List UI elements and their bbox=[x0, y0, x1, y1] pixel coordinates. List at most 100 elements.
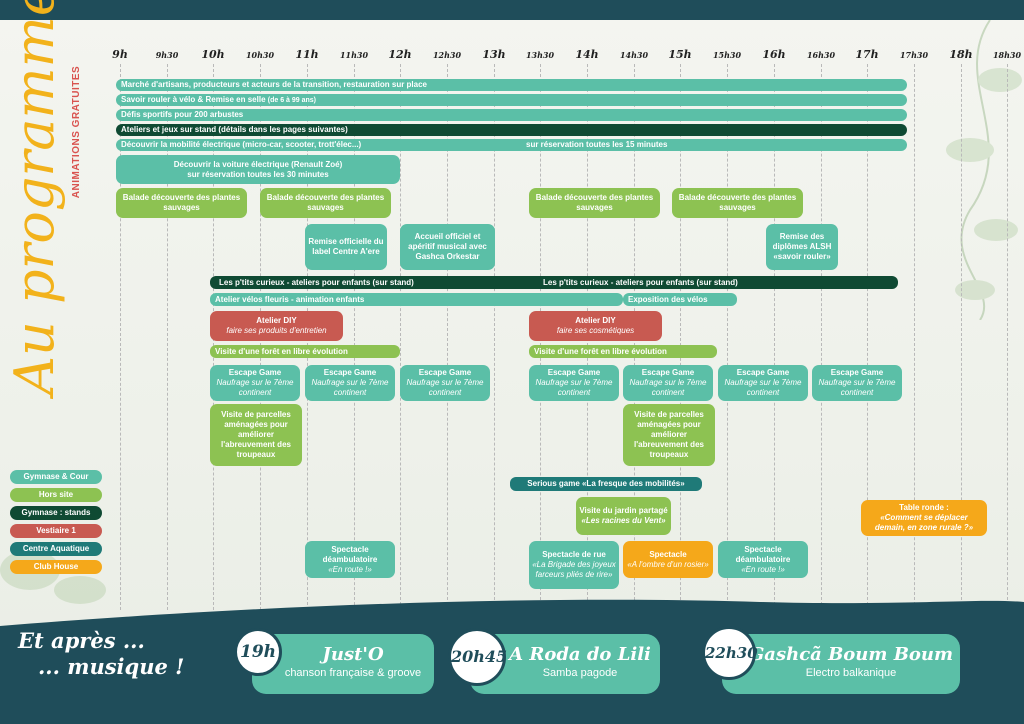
voiture-subtitle: sur réservation toutes les 30 minutes bbox=[187, 169, 329, 179]
remise-label-text: Remise officielle du label Centre A'ere bbox=[308, 237, 384, 256]
escape-subtitle: Naufrage sur le 7ème continent bbox=[311, 378, 389, 397]
time-gridline bbox=[1007, 64, 1008, 610]
box-balade-1: Balade découverte des plantes sauvages bbox=[116, 188, 247, 218]
accueil-text: Accueil officiel et apéritif musical ave… bbox=[408, 232, 487, 261]
escape-title: Escape Game bbox=[418, 368, 472, 377]
spectacle-subtitle: «La Brigade des joyeux farceurs pliés de… bbox=[532, 560, 616, 579]
escape-subtitle: Naufrage sur le 7ème continent bbox=[216, 378, 294, 397]
bar-foret-1: Visite d'une forêt en libre évolution bbox=[210, 345, 400, 358]
escape-subtitle: Naufrage sur le 7ème continent bbox=[724, 378, 802, 397]
legend-item-gymnase-cour: Gymnase & Cour bbox=[10, 470, 102, 484]
concert-name: Gashcã Boum Boum bbox=[748, 644, 954, 665]
box-balade-2: Balade découverte des plantes sauvages bbox=[260, 188, 391, 218]
time-label: 11h30 bbox=[339, 50, 369, 60]
time-gridline bbox=[680, 64, 681, 610]
concert-time-badge-2: 20h45 bbox=[448, 628, 507, 686]
diy-subtitle: faire ses cosmétiques bbox=[556, 326, 635, 335]
spectacle-title: Spectacle déambulatoire bbox=[735, 544, 791, 564]
legend-item-centre-aquatique: Centre Aquatique bbox=[10, 542, 102, 556]
balade-label: Balade découverte des plantes sauvages bbox=[122, 193, 241, 212]
concert-genre: chanson française & groove bbox=[284, 667, 422, 679]
box-spectacle-deamb-2: Spectacle déambulatoire «En route !» bbox=[718, 541, 808, 578]
legend-item-hors-site: Hors site bbox=[10, 488, 102, 502]
bar-expo-velos: Exposition des vélos bbox=[623, 293, 737, 306]
bar-savoir-rouler: Savoir rouler à vélo & Remise en selle (… bbox=[116, 94, 907, 106]
time-label: 18h bbox=[949, 48, 973, 61]
jardin-title: Visite du jardin partagé bbox=[579, 506, 668, 515]
escape-title: Escape Game bbox=[736, 368, 790, 377]
time-gridline bbox=[354, 64, 355, 610]
box-balade-3: Balade découverte des plantes sauvages bbox=[529, 188, 660, 218]
leaf-decoration-icon bbox=[946, 20, 1022, 320]
bar-serious-game: Serious game «La fresque des mobilités» bbox=[510, 477, 702, 491]
concert-name: A Roda do Lili bbox=[509, 644, 651, 665]
box-table-ronde: Table ronde : «Comment se déplacer demai… bbox=[861, 500, 987, 536]
time-label: 14h30 bbox=[619, 50, 649, 60]
box-jardin-partage: Visite du jardin partagé «Les racines du… bbox=[576, 497, 671, 535]
escape-title: Escape Game bbox=[641, 368, 695, 377]
top-band bbox=[0, 0, 1024, 20]
legend-item-gymnase-stands: Gymnase : stands bbox=[10, 506, 102, 520]
time-label: 17h30 bbox=[899, 50, 929, 60]
diy-title: Atelier DIY bbox=[575, 316, 616, 325]
box-parcelles-1: Visite de parcelles aménagées pour améli… bbox=[210, 404, 302, 466]
serious-game-label: Serious game «La fresque des mobilités» bbox=[527, 479, 685, 488]
time-label: 9h bbox=[112, 48, 128, 61]
balade-label: Balade découverte des plantes sauvages bbox=[266, 193, 385, 212]
concert-genre: Electro balkanique bbox=[805, 667, 897, 679]
escape-title: Escape Game bbox=[830, 368, 884, 377]
escape-title: Escape Game bbox=[228, 368, 282, 377]
time-gridline bbox=[167, 64, 168, 610]
voiture-title: Découvrir la voiture électrique (Renault… bbox=[173, 159, 343, 169]
time-label: 17h bbox=[855, 48, 879, 61]
time-gridline bbox=[494, 64, 495, 610]
spectacle-subtitle: «En route !» bbox=[741, 564, 785, 574]
time-gridline bbox=[120, 64, 121, 610]
parcelles-text: Visite de parcelles aménagées pour améli… bbox=[221, 410, 291, 459]
time-label: 16h bbox=[762, 48, 786, 61]
time-gridline bbox=[727, 64, 728, 610]
time-label: 12h30 bbox=[432, 50, 462, 60]
time-label: 15h30 bbox=[712, 50, 742, 60]
spectacle-subtitle: «En route !» bbox=[328, 564, 372, 574]
time-label: 18h30 bbox=[992, 50, 1022, 60]
escape-title: Escape Game bbox=[323, 368, 377, 377]
concert-time-badge-3: 22h30 bbox=[702, 626, 758, 680]
bar-marche: Marché d'artisans, producteurs et acteur… bbox=[116, 79, 907, 91]
time-label: 11h bbox=[295, 48, 319, 61]
bar-mobilite-label: Découvrir la mobilité électrique (micro-… bbox=[121, 140, 362, 149]
time-gridline bbox=[961, 64, 962, 610]
footer-apres-musique: Et après ... ... musique ! bbox=[18, 628, 218, 680]
apres-line-2: ... musique ! bbox=[38, 654, 185, 679]
time-label: 9h30 bbox=[155, 50, 179, 60]
time-gridline bbox=[867, 64, 868, 610]
escape-subtitle: Naufrage sur le 7ème continent bbox=[629, 378, 707, 397]
time-label: 10h30 bbox=[245, 50, 275, 60]
time-label: 14h bbox=[575, 48, 599, 61]
spectacle-title: Spectacle bbox=[649, 549, 687, 559]
legend-item-club-house: Club House bbox=[10, 560, 102, 574]
time-gridline bbox=[447, 64, 448, 610]
page-subtitle: ANIMATIONS GRATUITES bbox=[71, 65, 82, 199]
box-voiture-electrique: Découvrir la voiture électrique (Renault… bbox=[116, 155, 400, 184]
time-label: 12h bbox=[388, 48, 412, 61]
bar-ateliers-stand-label: Ateliers et jeux sur stand (détails dans… bbox=[121, 125, 348, 134]
balade-label: Balade découverte des plantes sauvages bbox=[678, 193, 797, 212]
apres-line-1: Et après ... bbox=[18, 628, 145, 653]
bar-defis-label: Défis sportifs pour 200 arbustes bbox=[121, 110, 244, 119]
time-gridline bbox=[400, 64, 401, 610]
box-atelier-diy-2: Atelier DIY faire ses cosmétiques bbox=[529, 311, 662, 341]
velos-fleuris-label: Atelier vélos fleuris - animation enfant… bbox=[215, 295, 365, 304]
parcelles-text: Visite de parcelles aménagées pour améli… bbox=[634, 410, 704, 459]
jardin-subtitle: «Les racines du Vent» bbox=[581, 516, 666, 525]
concert-name: Just'O bbox=[322, 644, 384, 665]
curieux-label-2: Les p'tits curieux - ateliers pour enfan… bbox=[543, 278, 738, 287]
foret-label: Visite d'une forêt en libre évolution bbox=[215, 347, 348, 356]
bar-defis: Défis sportifs pour 200 arbustes bbox=[116, 109, 907, 121]
time-label: 16h30 bbox=[806, 50, 836, 60]
